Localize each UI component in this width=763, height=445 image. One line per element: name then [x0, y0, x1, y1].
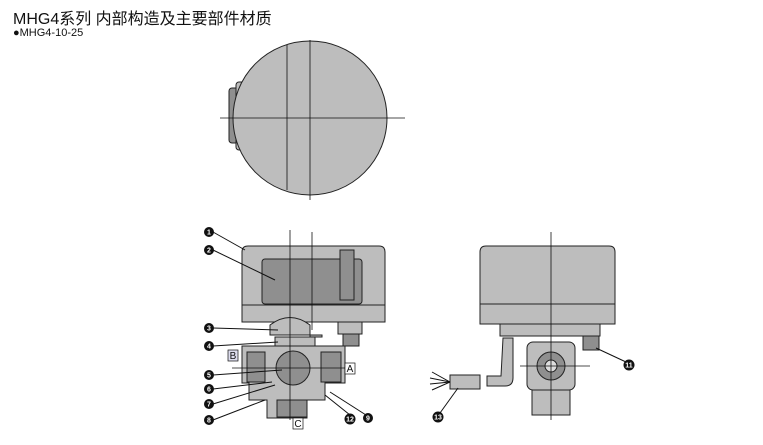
svg-text:B: B	[230, 351, 237, 362]
callout-9: 9	[363, 413, 373, 423]
svg-text:5: 5	[207, 373, 211, 380]
model-label: ●MHG4-10-25	[13, 27, 84, 39]
svg-text:7: 7	[207, 402, 211, 409]
svg-text:11: 11	[625, 363, 633, 370]
svg-text:2: 2	[207, 248, 211, 255]
port-label-c: C	[292, 417, 304, 430]
front-section-view	[232, 230, 386, 420]
top-view	[220, 40, 405, 200]
callout-2: 2	[204, 245, 214, 255]
callout-7: 7	[204, 399, 214, 409]
callout-3: 3	[204, 323, 214, 333]
callout-8: 8	[204, 415, 214, 425]
side-view	[429, 232, 616, 420]
port-label-a: A	[344, 362, 356, 375]
svg-text:A: A	[347, 364, 354, 375]
svg-text:9: 9	[366, 416, 370, 423]
svg-text:3: 3	[207, 326, 211, 333]
callout-6: 6	[204, 384, 214, 394]
callout-13: 13	[432, 411, 444, 423]
wire-strands-icon	[429, 371, 451, 391]
port-label-b: B	[227, 349, 239, 362]
callout-11: 11	[623, 359, 635, 371]
callout-12: 12	[344, 413, 356, 425]
leader-lines	[212, 231, 627, 421]
svg-text:6: 6	[207, 387, 211, 394]
callout-5: 5	[204, 370, 214, 380]
svg-text:12: 12	[346, 417, 354, 424]
svg-text:4: 4	[207, 344, 211, 351]
svg-text:8: 8	[207, 418, 211, 425]
page-title: MHG4系列 内部构造及主要部件材质	[13, 11, 272, 28]
svg-text:C: C	[294, 419, 301, 430]
callout-1: 1	[204, 227, 214, 237]
svg-text:13: 13	[434, 415, 442, 422]
callout-4: 4	[204, 341, 214, 351]
svg-text:1: 1	[207, 230, 211, 237]
